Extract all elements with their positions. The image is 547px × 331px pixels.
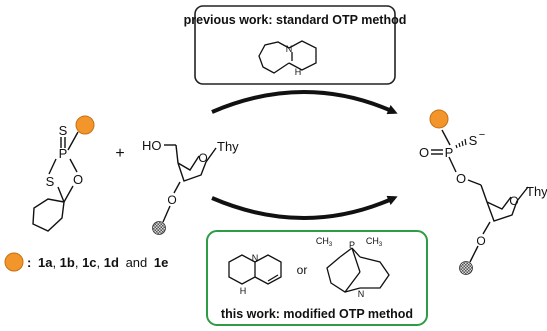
dbu-cation-nitrogen: N	[286, 44, 293, 54]
reagent-thione-sulfur: S	[59, 123, 68, 138]
product-sulfur: S	[469, 133, 478, 148]
product-double-bond-oxygen: O	[419, 145, 429, 160]
nucleoside-reactant: HO Thy O O	[142, 138, 239, 235]
plus-sign: +	[115, 145, 124, 162]
legend-item-1b: 1b	[60, 255, 75, 270]
tbd-nitrogen: N	[252, 253, 259, 263]
dbu-nh-hydrogen: H	[295, 67, 302, 77]
lower-reaction-arrow	[211, 195, 398, 220]
nucleoside-3-oxygen: O	[167, 193, 176, 207]
legend-item-1a: 1a	[38, 255, 53, 270]
nucleoside-thymine: Thy	[217, 139, 239, 154]
product-linking-oxygen: O	[456, 171, 466, 186]
nucleoside-ring-oxygen: O	[198, 151, 207, 165]
this-work-title: this work: modified OTP method	[221, 307, 413, 321]
reagent-ring-oxygen: O	[73, 172, 83, 187]
hashed-wedge-bond	[455, 138, 467, 149]
dbu-structure	[258, 40, 317, 74]
legend-colon: :	[27, 255, 31, 270]
product-phosphorus: P	[445, 145, 454, 160]
reagent-phosphorus: P	[59, 146, 68, 161]
verkade-base-structure	[326, 247, 390, 293]
product-solid-support-circle	[459, 261, 473, 275]
or-text: or	[297, 263, 308, 277]
reagent-ring-sulfur: S	[46, 174, 55, 189]
product-3-oxygen: O	[476, 234, 485, 248]
legend-item-1d: 1d	[104, 255, 119, 270]
auxiliary-legend: : 1a, 1b, 1c, 1d and 1e	[4, 252, 168, 272]
legend-auxiliary-circle	[4, 252, 24, 272]
oxathiaphospholane-reagent: S P S O	[32, 115, 95, 232]
legend-item-1c: 1c	[82, 255, 96, 270]
legend-item-1e: 1e	[154, 255, 168, 270]
legend-and: and	[126, 255, 148, 270]
nucleoside-5-oh: HO	[142, 138, 162, 153]
this-work-box: N H or CH3 P CH3 N this work: modified O…	[206, 230, 428, 326]
verkade-nitrogen: N	[358, 289, 365, 299]
verkade-phosphorus: P	[349, 240, 355, 250]
product-sulfur-charge: −	[479, 129, 485, 141]
verkade-ch3-left: CH3	[316, 236, 333, 248]
product-ring-oxygen: O	[509, 194, 518, 208]
upper-reaction-arrow	[211, 90, 398, 115]
chiral-auxiliary-circle	[75, 115, 95, 135]
legend-text: : 1a, 1b, 1c, 1d and 1e	[27, 255, 168, 270]
phosphorothioate-product: S − O P O Thy O O	[419, 109, 547, 275]
solid-support-circle	[152, 221, 166, 235]
tbd-structure	[228, 254, 282, 285]
verkade-ch3-right: CH3	[366, 236, 383, 248]
tbd-nh-hydrogen: H	[240, 286, 247, 296]
previous-work-title: previous work: standard OTP method	[184, 13, 407, 27]
product-thymine: Thy	[526, 184, 547, 199]
this-work-box-frame	[206, 230, 428, 326]
previous-work-box: previous work: standard OTP method N H	[184, 5, 407, 85]
product-chiral-auxiliary-circle	[429, 109, 449, 129]
